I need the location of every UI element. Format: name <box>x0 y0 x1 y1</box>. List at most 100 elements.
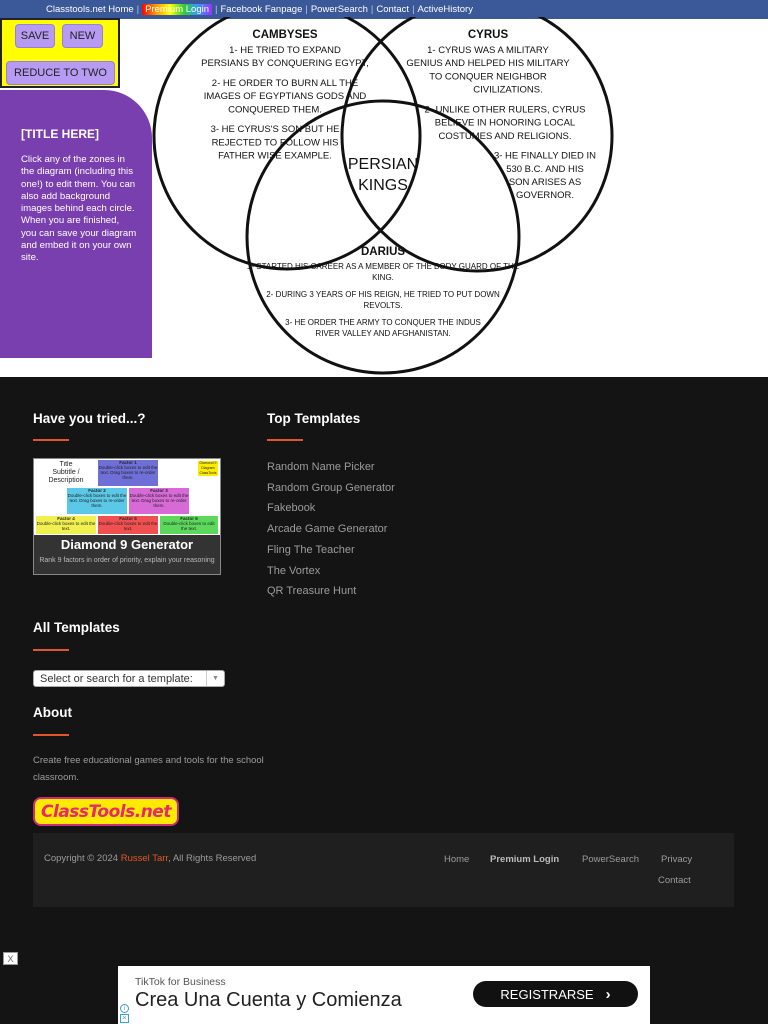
diamond9-cell-text: Double-click boxes to edit the text. <box>163 521 215 531</box>
footer-link-powersearch[interactable]: PowerSearch <box>582 854 640 865</box>
circle-darius-line[interactable]: 2- DURING 3 YEARS OF HIS REIGN, HE TRIED… <box>266 290 500 299</box>
diamond9-cell-label: Factor 5 <box>119 516 137 521</box>
diamond9-cell-label: Factor 4 <box>57 516 75 521</box>
nav-link-contact[interactable]: Contact <box>376 4 410 15</box>
about-heading: About <box>33 705 72 720</box>
circle-cyrus-line[interactable]: 1- CYRUS WAS A MILITARY <box>427 45 549 56</box>
diamond9-card[interactable]: Title Subtitle / Description Diamond 9 D… <box>33 458 221 575</box>
template-link-random-name-picker[interactable]: Random Name Picker <box>267 461 375 473</box>
circle-cambyses-line[interactable]: 1- HE TRIED TO EXPAND <box>229 45 341 56</box>
logo-text: ClassTools.net <box>41 801 171 822</box>
diamond9-title[interactable]: Diamond 9 Generator <box>60 537 194 552</box>
author-link[interactable]: Russel Tarr <box>120 853 169 864</box>
diamond9-cell-label: Factor 6 <box>180 516 198 521</box>
chevron-down-icon[interactable]: ▼ <box>206 671 224 686</box>
about-text: Create free educational games and tools … <box>33 755 264 783</box>
circle-title-cyrus[interactable]: CYRUS <box>468 29 509 41</box>
template-link-fakebook[interactable]: Fakebook <box>267 502 316 514</box>
nav-link-facebook[interactable]: Facebook Fanpage <box>220 4 303 15</box>
circle-cyrus-line[interactable]: TO CONQUER NEIGHBOR <box>429 71 547 82</box>
all-templates-heading: All Templates <box>33 620 120 635</box>
center-title-line2[interactable]: KINGS <box>358 177 408 194</box>
template-link-fling-the-teacher[interactable]: Fling The Teacher <box>267 544 355 556</box>
ad-close-button[interactable]: X <box>3 952 18 965</box>
circle-cambyses-line[interactable]: CONQUERED THEM. <box>228 104 322 115</box>
circle-cambyses-line[interactable]: 2- HE ORDER TO BURN ALL THE <box>212 78 358 89</box>
circle-cyrus-line[interactable]: 530 B.C. AND HIS <box>506 164 584 175</box>
top-nav-bar: Classtools.net Home | Premium Login | Fa… <box>0 0 768 19</box>
footer-link-privacy[interactable]: Privacy <box>661 854 693 865</box>
circle-cyrus-line[interactable]: COSTUMES AND RELIGIONS. <box>438 131 571 142</box>
circle-darius[interactable] <box>245 99 521 375</box>
circle-cyrus-line[interactable]: 3- HE FINALLY DIED IN <box>494 151 596 162</box>
template-link-random-group-generator[interactable]: Random Group Generator <box>267 482 395 494</box>
circle-cambyses-line[interactable]: IMAGES OF EGYPTIANS GODS AND <box>204 91 367 102</box>
diamond9-cell-text: Double-click boxes to edit the text. Dra… <box>129 493 189 508</box>
template-link-arcade-game-generator[interactable]: Arcade Game Generator <box>267 523 388 535</box>
diamond9-caption: Diamond 9 Generator Rank 9 factors in or… <box>34 535 220 574</box>
circle-cyrus-line[interactable]: SON ARISES AS <box>509 177 581 188</box>
template-select-value: Select or search for a template: <box>40 672 193 685</box>
save-button[interactable]: SAVE <box>15 24 55 48</box>
circle-darius-line[interactable]: 1- STARTED HIS CAREER AS A MEMBER OF THE… <box>247 262 519 271</box>
ad-banner[interactable]: TikTok for Business Crea Una Cuenta y Co… <box>118 966 650 1024</box>
reduce-to-two-button[interactable]: REDUCE TO TWO <box>6 61 115 85</box>
new-button[interactable]: NEW <box>62 24 103 48</box>
diamond9-cell-text: Double-click boxes to edit the text. Dra… <box>67 493 127 508</box>
circle-title-darius[interactable]: DARIUS <box>361 246 405 258</box>
top-templates-heading: Top Templates <box>267 411 361 426</box>
footer-link-premium-login[interactable]: Premium Login <box>490 854 560 865</box>
circle-cambyses-line[interactable]: PERSIANS BY CONQUERING EGYPT, <box>201 58 369 69</box>
chevron-right-icon: › <box>605 985 611 1003</box>
footer-link-contact[interactable]: Contact <box>658 875 691 886</box>
ad-sponsor: TikTok for Business <box>135 976 226 988</box>
nav-link-home[interactable]: Classtools.net Home <box>46 4 134 15</box>
footer-bottom-bar: Copyright © 2024 Russel Tarr, All Rights… <box>33 833 734 907</box>
center-title-line1[interactable]: PERSIAN <box>348 156 418 173</box>
nav-separator: | <box>215 4 218 15</box>
circle-cambyses-line[interactable]: 3- HE CYRUS'S SON BUT HE <box>211 124 340 135</box>
circle-title-cambyses[interactable]: CAMBYSES <box>252 29 318 41</box>
have-you-tried-heading: Have you tried...? <box>33 411 146 426</box>
nav-link-premium-login[interactable]: Premium Login <box>142 4 213 15</box>
copyright-prefix: Copyright © 2024 <box>44 853 121 864</box>
template-link-qr-treasure-hunt[interactable]: QR Treasure Hunt <box>267 585 357 597</box>
thumb-subtitle-text: Subtitle / Description <box>48 469 84 484</box>
ad-cta-button[interactable]: REGISTRARSE › <box>473 981 638 1007</box>
template-link-the-vortex[interactable]: The Vortex <box>267 565 321 577</box>
circle-darius-line[interactable]: RIVER VALLEY AND AFGHANISTAN. <box>315 329 450 338</box>
heading-underline <box>33 734 69 736</box>
heading-underline <box>33 649 69 651</box>
circle-darius-line[interactable]: KING. <box>372 273 394 282</box>
info-icon[interactable]: i <box>120 1004 129 1013</box>
close-icon[interactable]: × <box>120 1014 129 1023</box>
diamond9-cell-label: Factor 1 <box>119 460 137 465</box>
circle-cyrus-line[interactable]: 2- UNLIKE OTHER RULERS, CYRUS <box>424 104 585 115</box>
footer-link-home[interactable]: Home <box>444 854 470 865</box>
circle-darius-line[interactable]: 3- HE ORDER THE ARMY TO CONQUER THE INDU… <box>285 318 481 327</box>
classtools-logo[interactable]: ClassTools.net <box>33 797 179 826</box>
circle-cyrus-line[interactable]: CIVILIZATIONS. <box>473 85 543 96</box>
circle-darius-line[interactable]: REVOLTS. <box>364 301 403 310</box>
diamond9-cell-text: Double-click boxes to edit the text. Dra… <box>98 465 158 480</box>
diagram-title[interactable]: [TITLE HERE] <box>21 127 99 141</box>
circle-cambyses-line[interactable]: REJECTED TO FOLLOW HIS <box>212 137 339 148</box>
ad-headline[interactable]: Crea Una Cuenta y Comienza <box>135 989 402 1011</box>
toolbar: SAVE NEW REDUCE TO TWO <box>0 18 120 88</box>
copyright-suffix: , All Rights Reserved <box>168 853 257 864</box>
circle-cyrus-line[interactable]: BELIEVE IN HONORING LOCAL <box>435 118 575 129</box>
diamond9-thumb-logo: Diamond 9 Diagram ClassTools <box>198 461 218 476</box>
template-select[interactable]: Select or search for a template: ▼ <box>33 670 225 687</box>
circle-cambyses-line[interactable]: FATHER WISE EXAMPLE. <box>218 151 332 162</box>
diamond9-subtitle: Rank 9 factors in order of priority, exp… <box>39 557 215 564</box>
sidebar: [TITLE HERE] Click any of the zones in t… <box>0 90 152 358</box>
nav-link-powersearch[interactable]: PowerSearch <box>310 4 368 15</box>
circle-cyrus-line[interactable]: GENIUS AND HELPED HIS MILITARY <box>406 58 570 69</box>
nav-link-activehistory[interactable]: ActiveHistory <box>417 4 473 15</box>
thumb-title-text: Title <box>59 461 73 468</box>
circle-cyrus-line[interactable]: GOVERNOR. <box>516 190 574 201</box>
